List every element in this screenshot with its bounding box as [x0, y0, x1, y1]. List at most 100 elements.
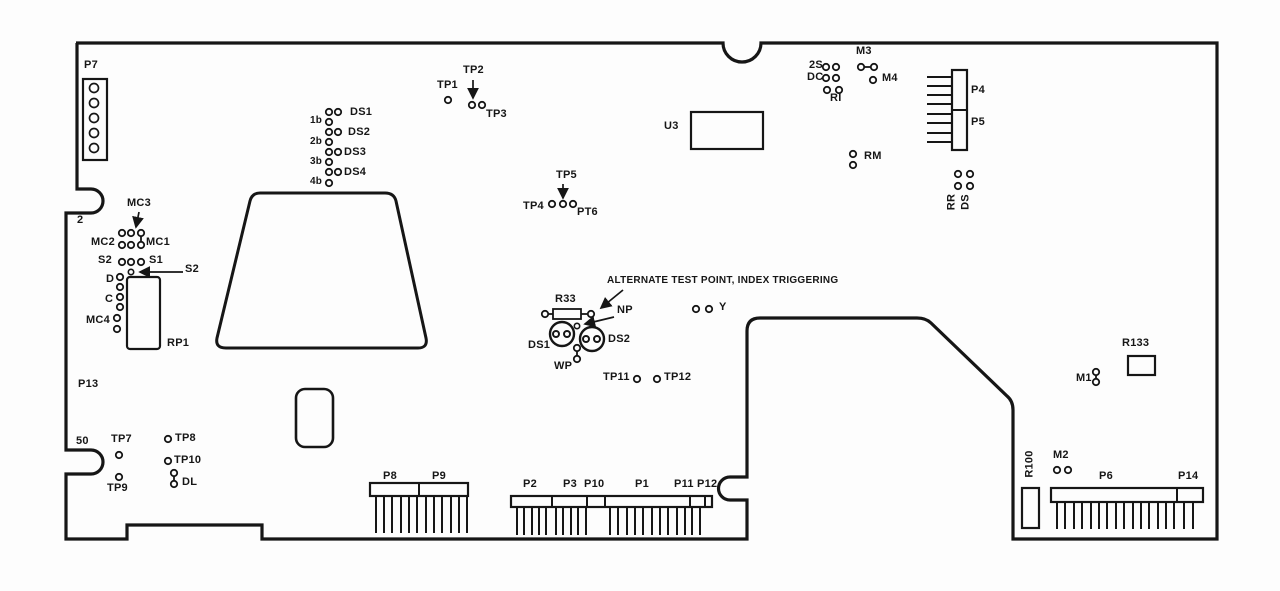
solder-pad	[126, 257, 136, 267]
pointer-arrow	[599, 289, 624, 310]
solder-pad	[1091, 367, 1101, 377]
label-dc: DC	[807, 71, 824, 83]
solder-pad	[856, 62, 866, 72]
label-alt-note: ALTERNATE TEST POINT, INDEX TRIGGERING	[607, 275, 839, 286]
indicator-pad	[552, 330, 560, 338]
solder-pad	[324, 157, 334, 167]
solder-pad	[333, 107, 343, 117]
label-rr: RR	[945, 193, 958, 211]
label-c: C	[105, 293, 114, 305]
solder-pad	[652, 374, 662, 384]
solder-pad	[126, 240, 136, 250]
label-p6: P6	[1099, 470, 1113, 482]
indicator-pad	[563, 330, 571, 338]
label-tp11: TP11	[603, 371, 630, 383]
solder-pad	[558, 199, 568, 209]
label-mc1: MC1	[146, 236, 170, 248]
solder-pad-small	[127, 268, 135, 276]
label-p4: P4	[971, 84, 985, 96]
connector-hole	[88, 142, 100, 154]
solder-pad	[117, 228, 127, 238]
label-s2-row: S2	[98, 254, 112, 266]
solder-pad	[868, 75, 878, 85]
solder-pad	[136, 257, 146, 267]
label-p9: P9	[432, 470, 446, 482]
solder-pad	[169, 479, 179, 489]
solder-pad	[136, 240, 146, 250]
solder-pad	[163, 434, 173, 444]
solder-pad	[822, 85, 832, 95]
label-tp3: TP3	[486, 108, 507, 120]
solder-pad	[848, 149, 858, 159]
label-r33: R33	[555, 293, 576, 305]
solder-pad	[1063, 465, 1073, 475]
label-ds1-top: DS1	[350, 106, 373, 118]
rp1-body	[125, 275, 162, 351]
label-p3: P3	[563, 478, 577, 490]
solder-pad	[953, 181, 963, 191]
label-edge-2: 2	[77, 214, 84, 226]
label-m3: M3	[856, 45, 872, 57]
solder-pad	[324, 178, 334, 188]
solder-pad	[126, 228, 136, 238]
label-m1: M1	[1076, 372, 1092, 384]
solder-pad	[114, 472, 124, 482]
solder-pad	[467, 100, 477, 110]
label-tp7: TP7	[111, 433, 132, 445]
p7-body	[81, 77, 109, 162]
label-3b: 3b	[310, 156, 323, 167]
solder-pad	[965, 169, 975, 179]
label-ds4-top: DS4	[344, 166, 367, 178]
connector-hole	[88, 82, 100, 94]
label-tp5: TP5	[556, 169, 577, 181]
solder-pad	[115, 282, 125, 292]
solder-pad	[831, 73, 841, 83]
r100-body	[1020, 486, 1041, 530]
label-s2-callout: S2	[185, 263, 199, 275]
indicator-pad	[593, 335, 601, 343]
label-2s: 2S	[809, 59, 823, 71]
label-1b: 1b	[310, 115, 323, 126]
label-s1: S1	[149, 254, 163, 266]
label-p11: P11	[674, 478, 694, 490]
label-d: D	[106, 273, 115, 285]
connector-hole	[88, 112, 100, 124]
solder-pad	[112, 324, 122, 334]
solder-pad	[834, 85, 844, 95]
label-dl: DL	[182, 476, 198, 488]
label-r133: R133	[1122, 337, 1150, 349]
label-rm: RM	[864, 150, 882, 162]
label-wp: WP	[554, 360, 573, 372]
label-4b: 4b	[310, 176, 323, 187]
label-p1: P1	[635, 478, 649, 490]
solder-pad	[115, 272, 125, 282]
solder-pad	[115, 302, 125, 312]
solder-pad	[169, 468, 179, 478]
solder-pad	[848, 160, 858, 170]
solder-pad	[821, 62, 831, 72]
solder-pad	[324, 167, 334, 177]
solder-pad	[117, 240, 127, 250]
label-y: Y	[719, 301, 727, 313]
solder-pad	[324, 117, 334, 127]
indicator-pad	[582, 335, 590, 343]
label-mc4: MC4	[86, 314, 110, 326]
callout-arrows	[132, 80, 624, 328]
board-outline	[64, 41, 1219, 541]
solder-pad	[965, 181, 975, 191]
solder-pad	[1052, 465, 1062, 475]
solder-pad-small	[573, 322, 581, 330]
u3-body	[689, 110, 765, 151]
label-ds2-top: DS2	[348, 126, 371, 138]
solder-pad	[163, 456, 173, 466]
label-r100: R100	[1023, 450, 1036, 478]
solder-pad	[540, 309, 550, 319]
solder-pad	[632, 374, 642, 384]
solder-pad	[324, 127, 334, 137]
label-pt6: PT6	[577, 206, 598, 218]
solder-pad	[333, 127, 343, 137]
solder-pad	[586, 309, 596, 319]
solder-pad	[547, 199, 557, 209]
label-tp12: TP12	[664, 371, 692, 383]
